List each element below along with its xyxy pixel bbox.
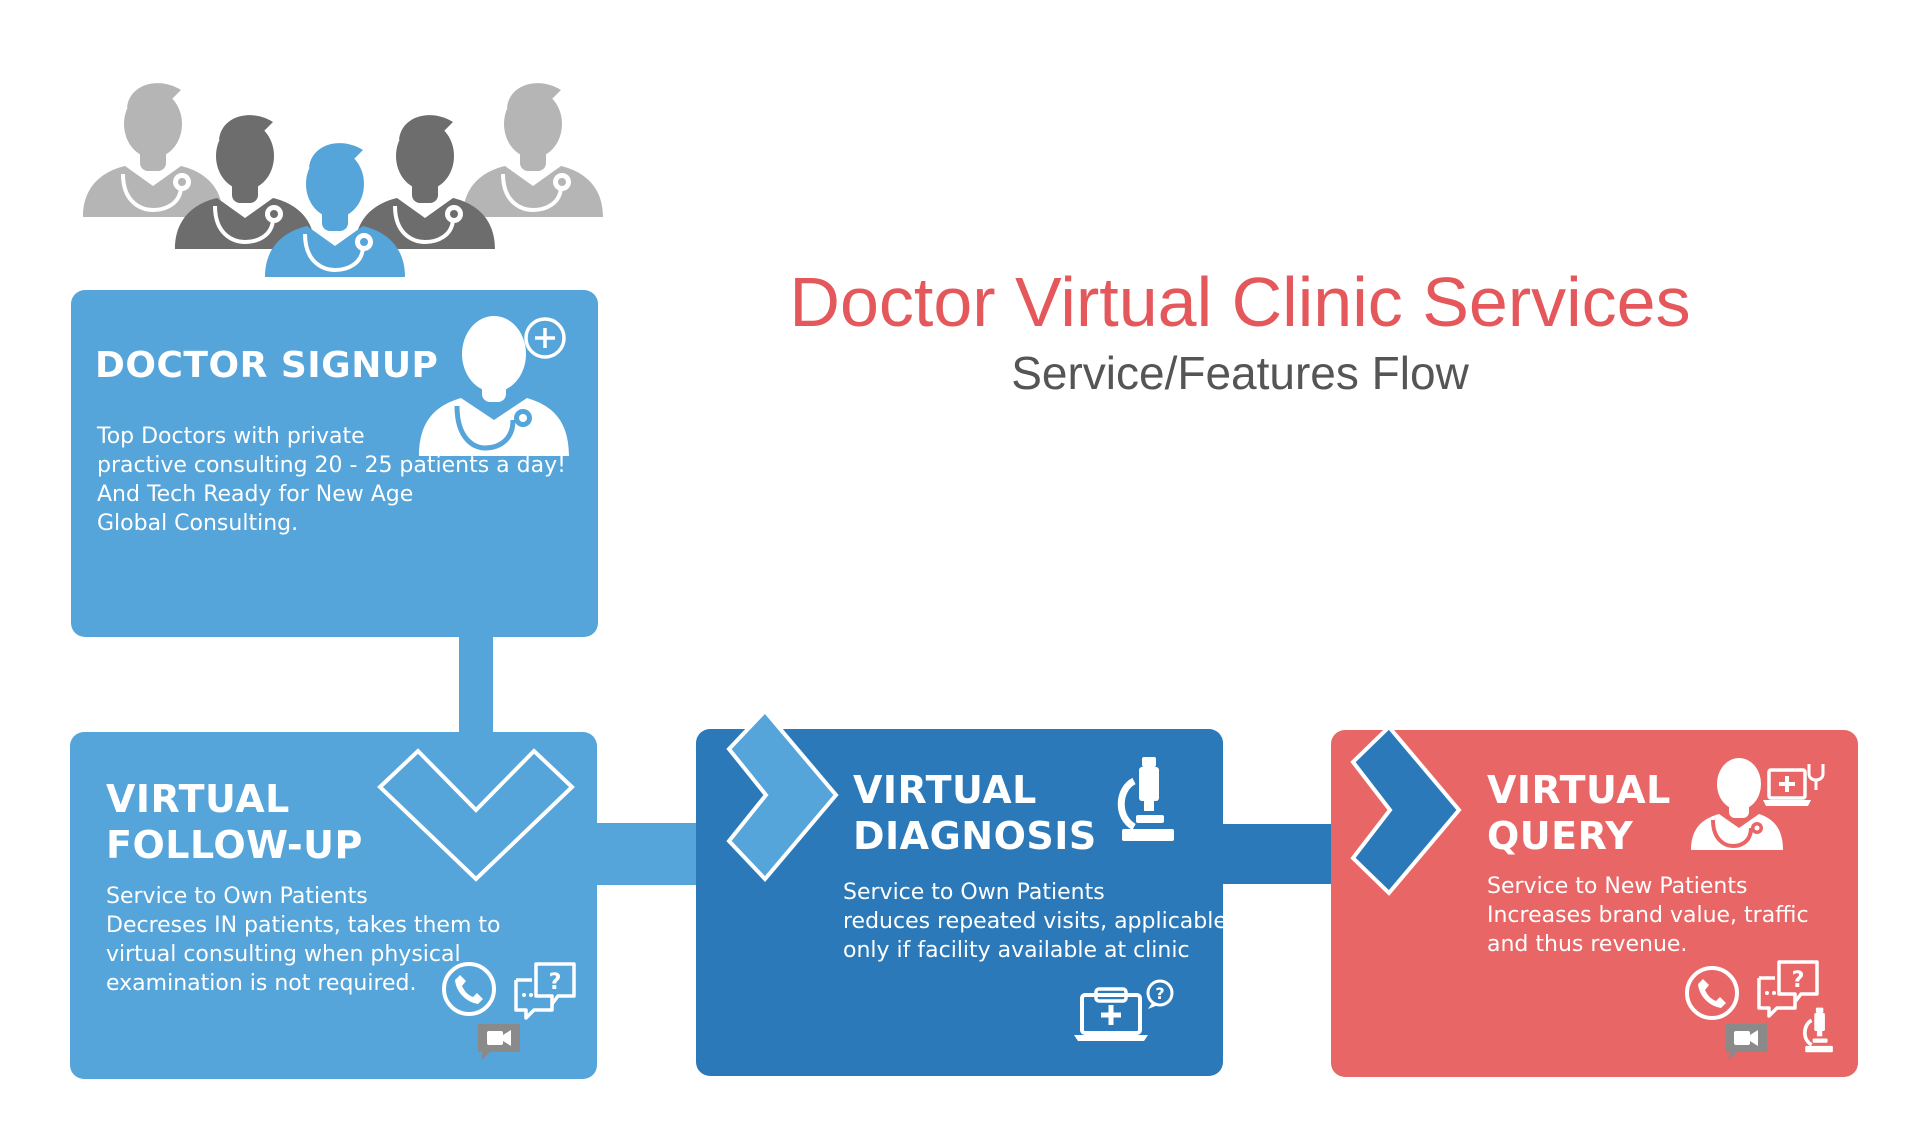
card-description-line: only if facility available at clinic	[843, 938, 1190, 963]
card-description: Top Doctors with private practive consul…	[97, 422, 566, 538]
card-title: VIRTUAL QUERY	[1487, 767, 1671, 859]
page-title: Doctor Virtual Clinic Services	[789, 263, 1691, 341]
svg-text:?: ?	[1792, 968, 1805, 993]
card-title-line: QUERY	[1487, 814, 1634, 858]
card-description: Service to New Patients Increases brand …	[1487, 872, 1809, 959]
doctor-signup-card: DOCTOR SIGNUP Top Doctors with private p…	[71, 290, 598, 637]
card-description-line: Increases brand value, traffic	[1487, 903, 1809, 928]
card-title-line: VIRTUAL	[853, 768, 1037, 812]
card-description-line: Top Doctors with private	[97, 424, 365, 449]
card-description-line: Global Consulting.	[97, 511, 299, 536]
card-description-line: And Tech Ready for New Age	[97, 482, 414, 507]
card-title: VIRTUAL FOLLOW-UP	[106, 776, 363, 868]
right-arrow-icon	[1350, 724, 1462, 896]
down-arrow-icon	[377, 748, 575, 882]
card-description-line: Service to Own Patients	[106, 884, 368, 909]
card-title-line: VIRTUAL	[1487, 768, 1671, 812]
right-arrow-icon	[726, 708, 839, 882]
card-title: VIRTUAL DIAGNOSIS	[853, 767, 1097, 859]
card-description-line: Service to Own Patients	[843, 880, 1105, 905]
svg-text:?: ?	[1155, 984, 1164, 1003]
microscope-icon	[1802, 1007, 1833, 1053]
card-description-line: virtual consulting when physical	[106, 942, 461, 967]
svg-text:?: ?	[549, 970, 562, 995]
card-description: Service to Own Patients Decreses IN pati…	[106, 882, 500, 998]
chat-question-icon: ?	[1757, 960, 1819, 1018]
page-subtitle: Service/Features Flow	[1011, 347, 1469, 399]
card-description-line: practive consulting 20 - 25 patients a d…	[97, 453, 566, 478]
card-title-line: FOLLOW-UP	[106, 823, 363, 867]
card-title-line: DIAGNOSIS	[853, 814, 1097, 858]
card-description-line: and thus revenue.	[1487, 932, 1688, 957]
doctor-laptop-icon	[1691, 758, 1825, 850]
chat-question-icon: ?	[514, 962, 576, 1020]
card-title-line: VIRTUAL	[106, 777, 290, 821]
doctor-plus-icon	[419, 316, 569, 456]
card-title-line: DOCTOR SIGNUP	[95, 345, 439, 386]
card-description: Service to Own Patients reduces repeated…	[843, 878, 1227, 965]
video-camera-icon	[1725, 1024, 1767, 1060]
card-description-line: examination is not required.	[106, 971, 417, 996]
card-title: DOCTOR SIGNUP	[95, 344, 438, 388]
phone-call-icon	[442, 962, 496, 1016]
laptop-medical-icon: ?	[1074, 979, 1174, 1041]
card-description-line: reduces repeated visits, applicable	[843, 909, 1227, 934]
card-description-line: Decreses IN patients, takes them to	[106, 913, 501, 938]
video-camera-icon	[478, 1024, 520, 1060]
virtual-query-card: VIRTUAL QUERY Service to New Patients In…	[1331, 730, 1858, 1077]
microscope-icon	[1117, 757, 1174, 841]
phone-call-icon	[1685, 966, 1739, 1020]
card-description-line: Service to New Patients	[1487, 874, 1748, 899]
